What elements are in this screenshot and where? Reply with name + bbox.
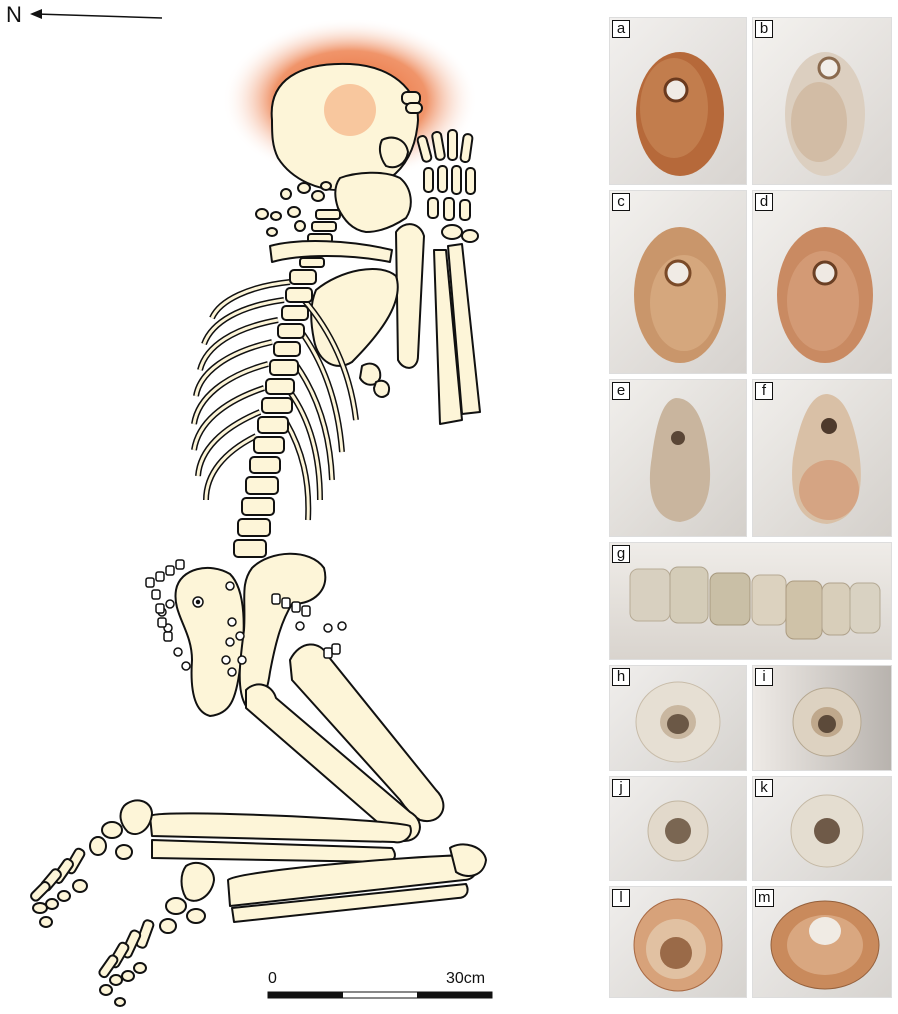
panel-label-a: a (612, 20, 630, 38)
pendant-photo-f (753, 380, 892, 537)
panel-label-m: m (755, 889, 774, 907)
pendant-photo-b (753, 18, 892, 185)
photo-panel-m: m (752, 886, 892, 998)
pendant-photo-c (610, 191, 747, 374)
panel-label-b: b (755, 20, 773, 38)
pendant-photo-d (753, 191, 892, 374)
foot-upper (29, 800, 152, 927)
panel-label-c: c (612, 193, 630, 211)
bead-photo-i (753, 666, 892, 771)
panel-label-k: k (755, 779, 773, 797)
scale-start-label: 0 (268, 970, 277, 988)
hand-bones-upper (417, 130, 478, 242)
bead-photo-h (610, 666, 747, 771)
scale-bar (268, 992, 492, 998)
panel-label-l: l (612, 889, 630, 907)
photo-panel-h: h (609, 665, 747, 771)
photo-panel-l: l (609, 886, 747, 998)
photo-panel-j: j (609, 776, 747, 881)
bead-string-photo-g (610, 543, 892, 660)
humerus (396, 224, 424, 368)
panel-label-f: f (755, 382, 773, 400)
photo-panel-d: d (752, 190, 892, 374)
panel-label-j: j (612, 779, 630, 797)
photo-panel-a: a (609, 17, 747, 185)
bead-photo-l (610, 887, 747, 998)
photo-panel-f: f (752, 379, 892, 537)
foot-lower (98, 863, 214, 1006)
scapula (311, 269, 398, 366)
pendant-photo-a (610, 18, 747, 185)
skeleton-drawing (0, 0, 600, 1014)
photo-panel-g: g (609, 542, 892, 660)
mandible (335, 173, 411, 232)
bead-photo-k (753, 777, 892, 881)
panel-label-g: g (612, 545, 630, 563)
panel-label-h: h (612, 668, 630, 686)
pendant-photo-e (610, 380, 747, 537)
photo-panel-c: c (609, 190, 747, 374)
photo-panel-e: e (609, 379, 747, 537)
bead-photo-j (610, 777, 747, 881)
panel-label-e: e (612, 382, 630, 400)
scale-end-label: 30cm (446, 970, 485, 988)
panel-label-d: d (755, 193, 773, 211)
north-arrow (30, 9, 162, 19)
photo-panel-i: i (752, 665, 892, 771)
photo-panel-k: k (752, 776, 892, 881)
panel-label-i: i (755, 668, 773, 686)
cervical-vertebrae (300, 210, 340, 267)
bead-photo-m (753, 887, 892, 998)
photo-panel-b: b (752, 17, 892, 185)
